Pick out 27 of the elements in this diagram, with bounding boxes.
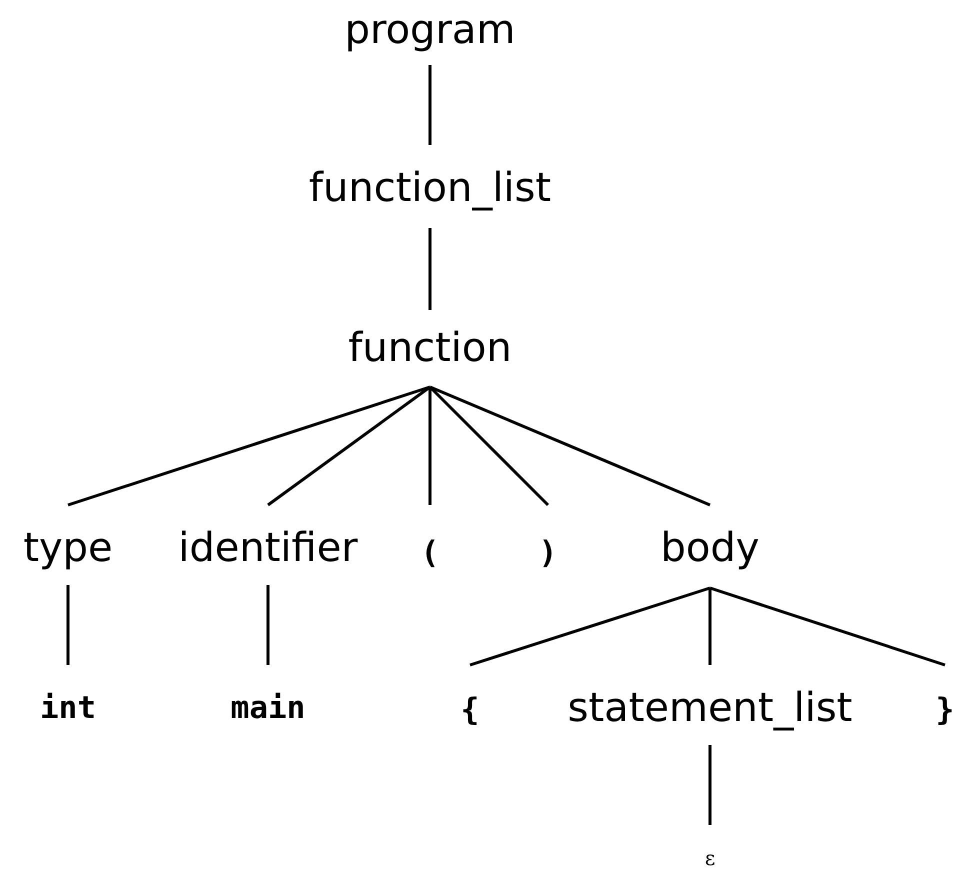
nonterminal-label: program xyxy=(344,10,516,50)
terminal-label: int xyxy=(40,692,96,724)
tree-branch-line xyxy=(708,745,712,825)
terminal-label: ( xyxy=(420,538,440,568)
tree-branch-line xyxy=(710,586,946,666)
tree-branch-line xyxy=(429,386,711,506)
nonterminal-label: function xyxy=(348,328,512,368)
terminal-label: main xyxy=(230,692,306,724)
nonterminal-label: body xyxy=(660,528,760,568)
tree-branch-line xyxy=(267,386,431,506)
terminal-label: ) xyxy=(538,538,558,568)
tree-branch-line xyxy=(470,586,710,666)
nonterminal-label: type xyxy=(23,528,113,568)
tree-branch-line xyxy=(708,588,712,665)
tree-branch-line xyxy=(428,387,432,505)
tree-branch-line xyxy=(266,585,270,665)
terminal-label: ε xyxy=(704,848,716,868)
tree-branch-line xyxy=(68,386,430,506)
terminal-label: } xyxy=(936,694,954,726)
nonterminal-label: statement_list xyxy=(568,688,852,728)
tree-branch-line xyxy=(428,386,550,506)
terminal-label: { xyxy=(460,694,480,726)
tree-branch-line xyxy=(428,65,432,145)
nonterminal-label: function_list xyxy=(308,168,552,208)
tree-branch-line xyxy=(66,585,70,665)
tree-branch-line xyxy=(428,228,432,310)
nonterminal-label: identifier xyxy=(178,528,358,568)
